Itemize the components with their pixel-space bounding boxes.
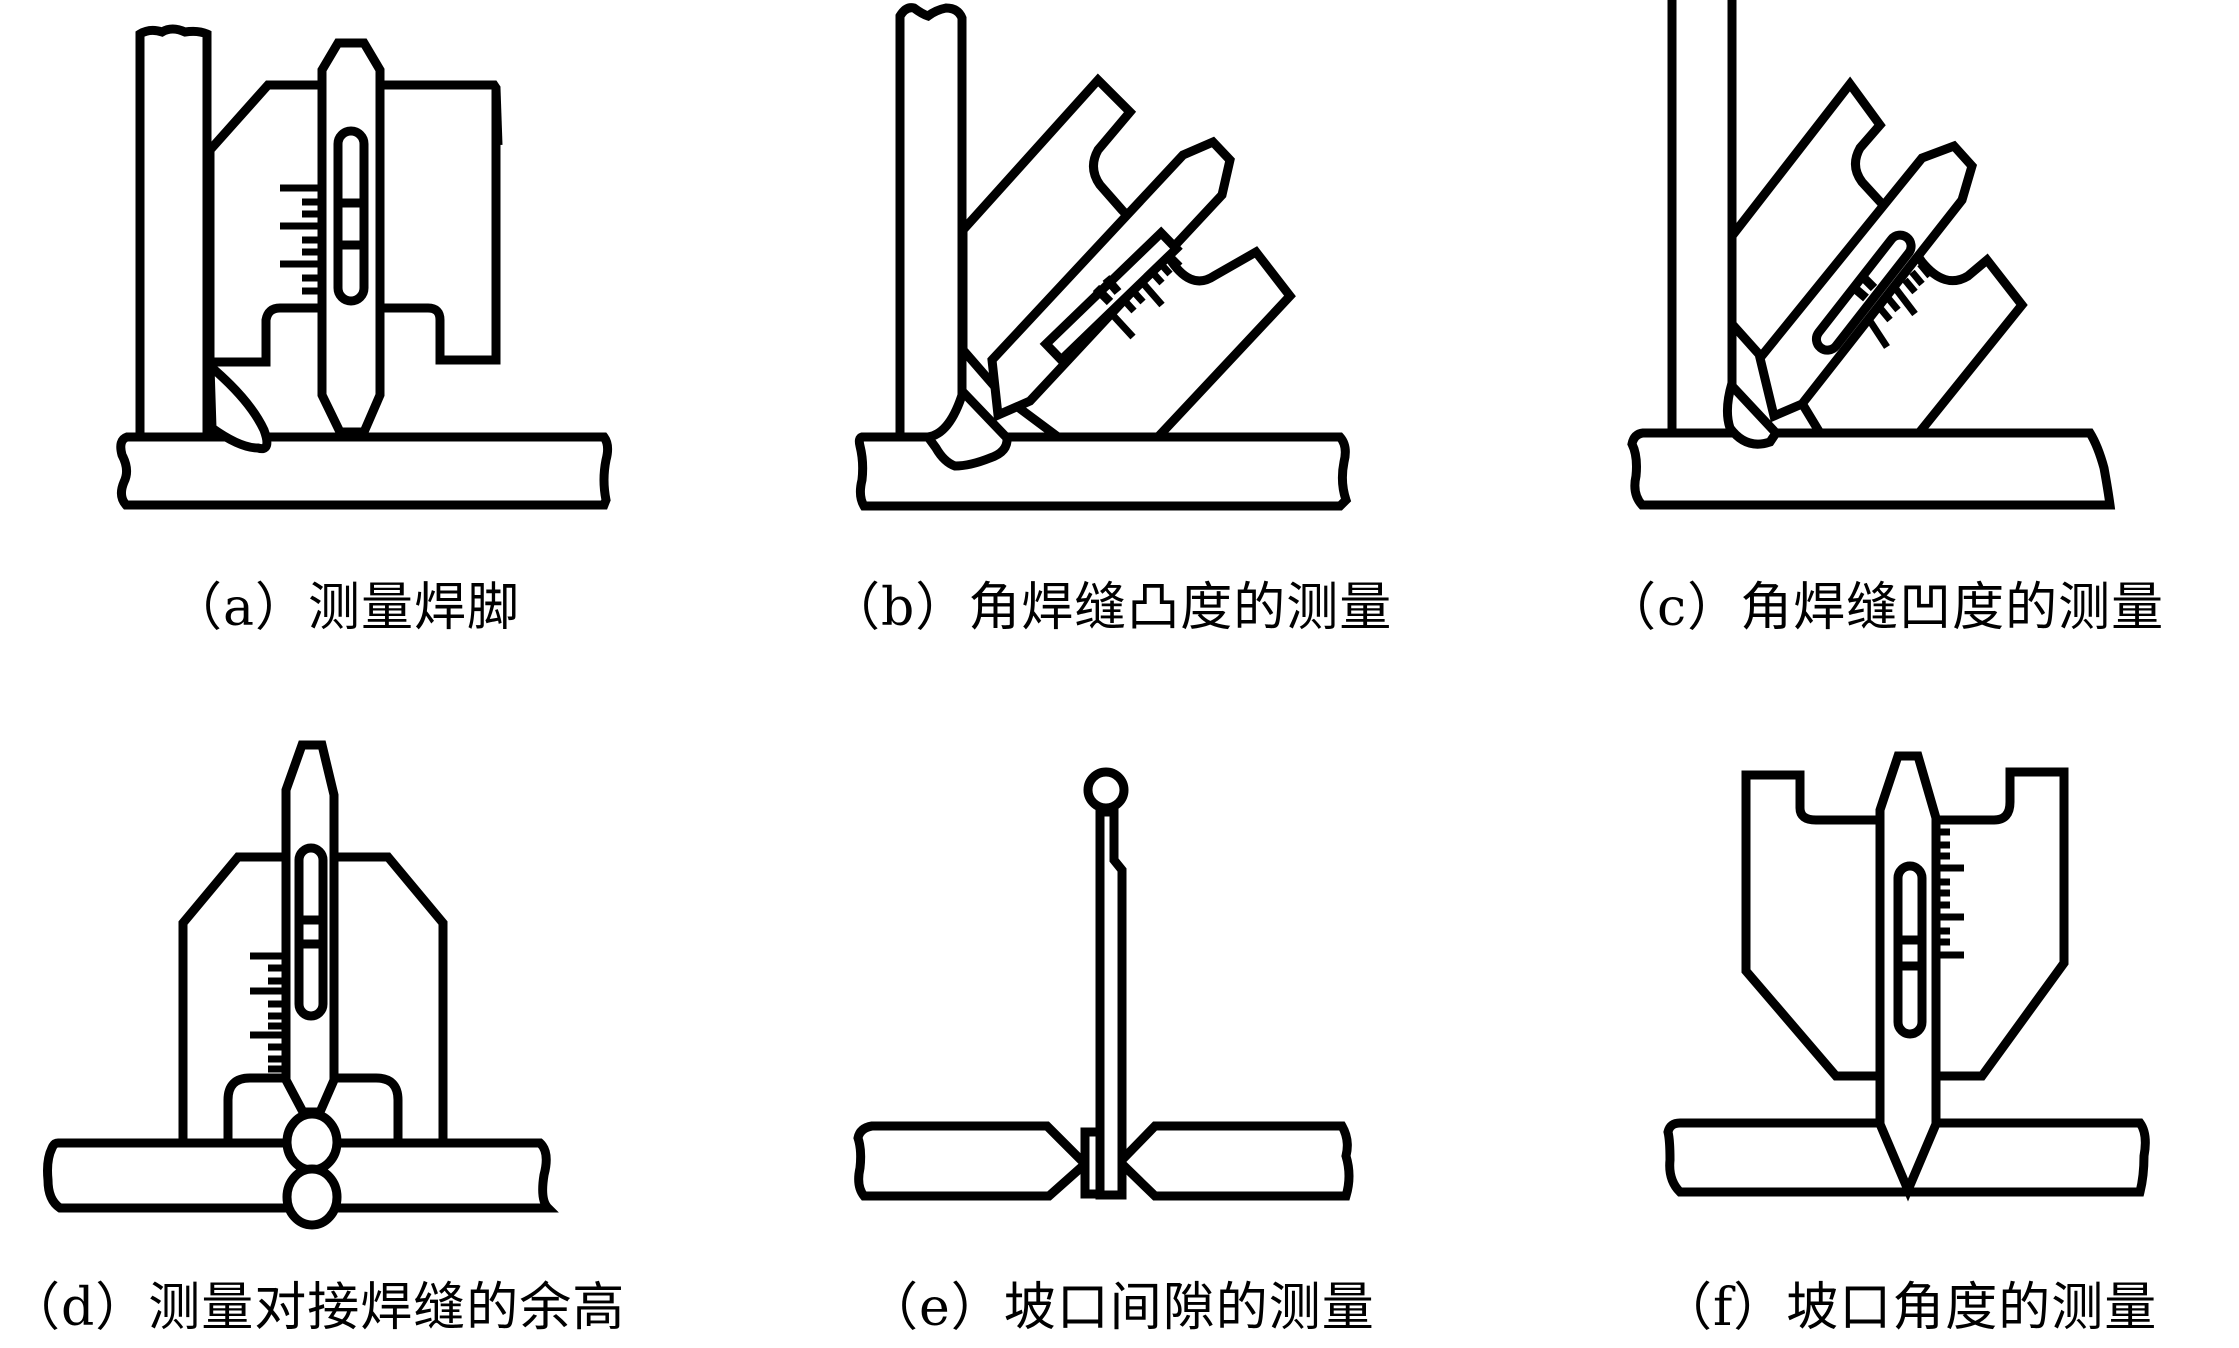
fillet-weld	[919, 383, 1012, 471]
panel-c-drawing	[1627, 0, 2116, 510]
panel-f-drawing	[1663, 751, 2150, 1202]
ruler-slot	[1039, 226, 1183, 367]
caption-panel-d: （d）测量对接焊缝的余高	[8, 1278, 626, 1338]
caption-panel-a: （a）测量焊脚	[170, 578, 521, 638]
vertical-plate	[895, 3, 967, 442]
caption-panel-f: （f）坡口角度的测量	[1660, 1278, 2158, 1338]
fillet-weld	[205, 355, 272, 454]
gap-feeler-handle	[1083, 767, 1129, 813]
ruler-slot	[294, 843, 328, 1021]
weld-bead-bottom	[282, 1164, 342, 1230]
base-plate	[1627, 428, 2116, 510]
gap-feeler-blade	[1095, 807, 1127, 1200]
ruler-slot	[1893, 861, 1927, 1039]
panel-a-drawing	[116, 24, 613, 510]
ruler-slot	[333, 126, 369, 306]
caption-panel-e: （e）坡口间隙的测量	[866, 1278, 1375, 1338]
panel-e-drawing	[853, 767, 1354, 1201]
panel-d-drawing	[43, 740, 559, 1230]
panel-b-drawing	[854, 3, 1352, 511]
scale-ticks	[280, 184, 318, 295]
fillet-weld	[1722, 381, 1782, 449]
caption-panel-c: （c）角焊缝凹度的测量	[1604, 578, 2165, 638]
base-plate	[116, 432, 613, 510]
vertical-plate	[135, 24, 212, 442]
scale-ticks	[250, 952, 284, 1073]
caption-panel-b: （b）角焊缝凸度的测量	[828, 578, 1393, 638]
weld-bead-top	[282, 1109, 342, 1175]
left-plate	[853, 1121, 1092, 1201]
right-plate	[1113, 1121, 1354, 1201]
